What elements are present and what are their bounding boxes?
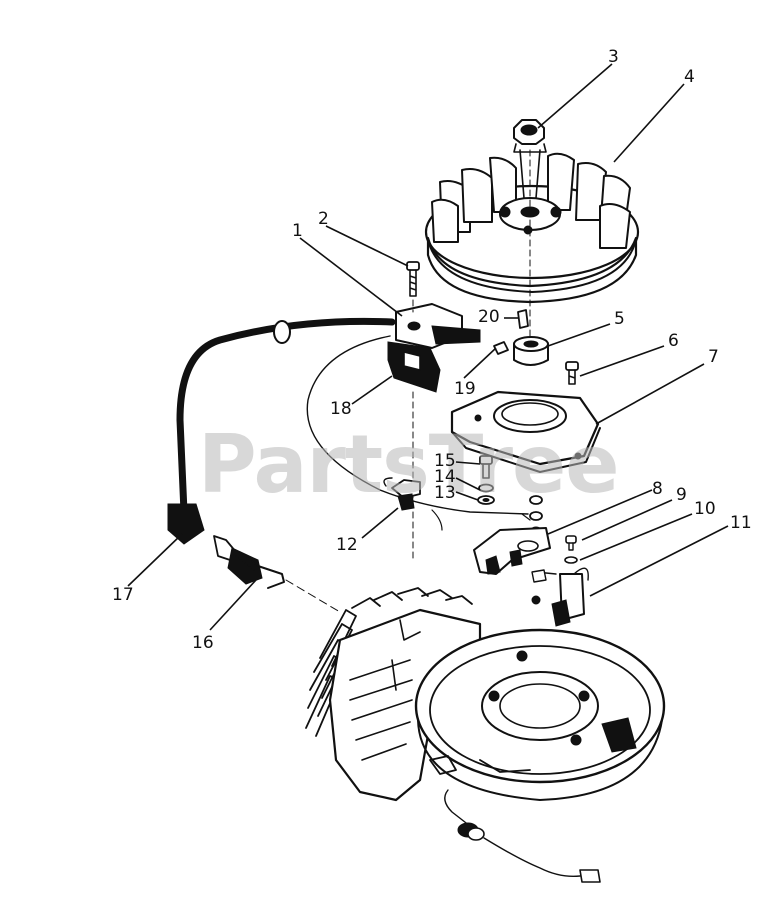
coil-screw[interactable] xyxy=(406,261,420,297)
starter-cup-plate[interactable] xyxy=(450,390,601,473)
callout-9: 9 xyxy=(676,485,687,505)
callout-6: 6 xyxy=(668,331,679,351)
callout-10: 10 xyxy=(694,499,716,519)
washer-10[interactable] xyxy=(564,556,578,564)
screw-9[interactable] xyxy=(565,535,577,551)
callout-20: 20 xyxy=(478,307,500,327)
callout-labels: 3 4 2 1 20 5 6 7 19 18 15 14 13 8 9 10 1… xyxy=(112,47,752,653)
condenser[interactable] xyxy=(531,567,589,627)
callout-17: 17 xyxy=(112,585,134,605)
breaker-points-assembly[interactable] xyxy=(473,527,551,575)
callout-13: 13 xyxy=(434,483,456,503)
ground-clip[interactable] xyxy=(383,477,421,511)
callout-16: 16 xyxy=(192,633,214,653)
flywheel[interactable] xyxy=(424,149,640,304)
flywheel-key[interactable] xyxy=(517,309,529,329)
callout-15: 15 xyxy=(434,451,456,471)
spark-plug-lead[interactable] xyxy=(167,317,396,545)
callout-5: 5 xyxy=(614,309,625,329)
leader-lines xyxy=(127,63,729,631)
shroud-screw[interactable] xyxy=(565,361,579,385)
ignition-coil[interactable] xyxy=(387,303,481,393)
engine-block xyxy=(305,587,666,802)
callout-7: 7 xyxy=(708,347,719,367)
callout-1: 1 xyxy=(292,221,303,241)
callout-3: 3 xyxy=(608,47,619,67)
callout-2: 2 xyxy=(318,209,329,229)
spark-plug[interactable] xyxy=(213,535,285,589)
callout-19: 19 xyxy=(454,379,476,399)
dowel-pin[interactable] xyxy=(493,341,509,355)
lock-washer-14[interactable] xyxy=(478,483,494,493)
spacer-sleeve[interactable] xyxy=(513,336,549,366)
watermark: PartsTree xyxy=(198,418,619,511)
callout-8: 8 xyxy=(652,479,663,499)
callout-4: 4 xyxy=(684,67,695,87)
callout-12: 12 xyxy=(336,535,358,555)
callout-14: 14 xyxy=(434,467,456,487)
screw-15[interactable] xyxy=(479,455,493,479)
kill-wire[interactable] xyxy=(444,789,601,883)
callout-11: 11 xyxy=(730,513,752,533)
callout-18: 18 xyxy=(330,399,352,419)
